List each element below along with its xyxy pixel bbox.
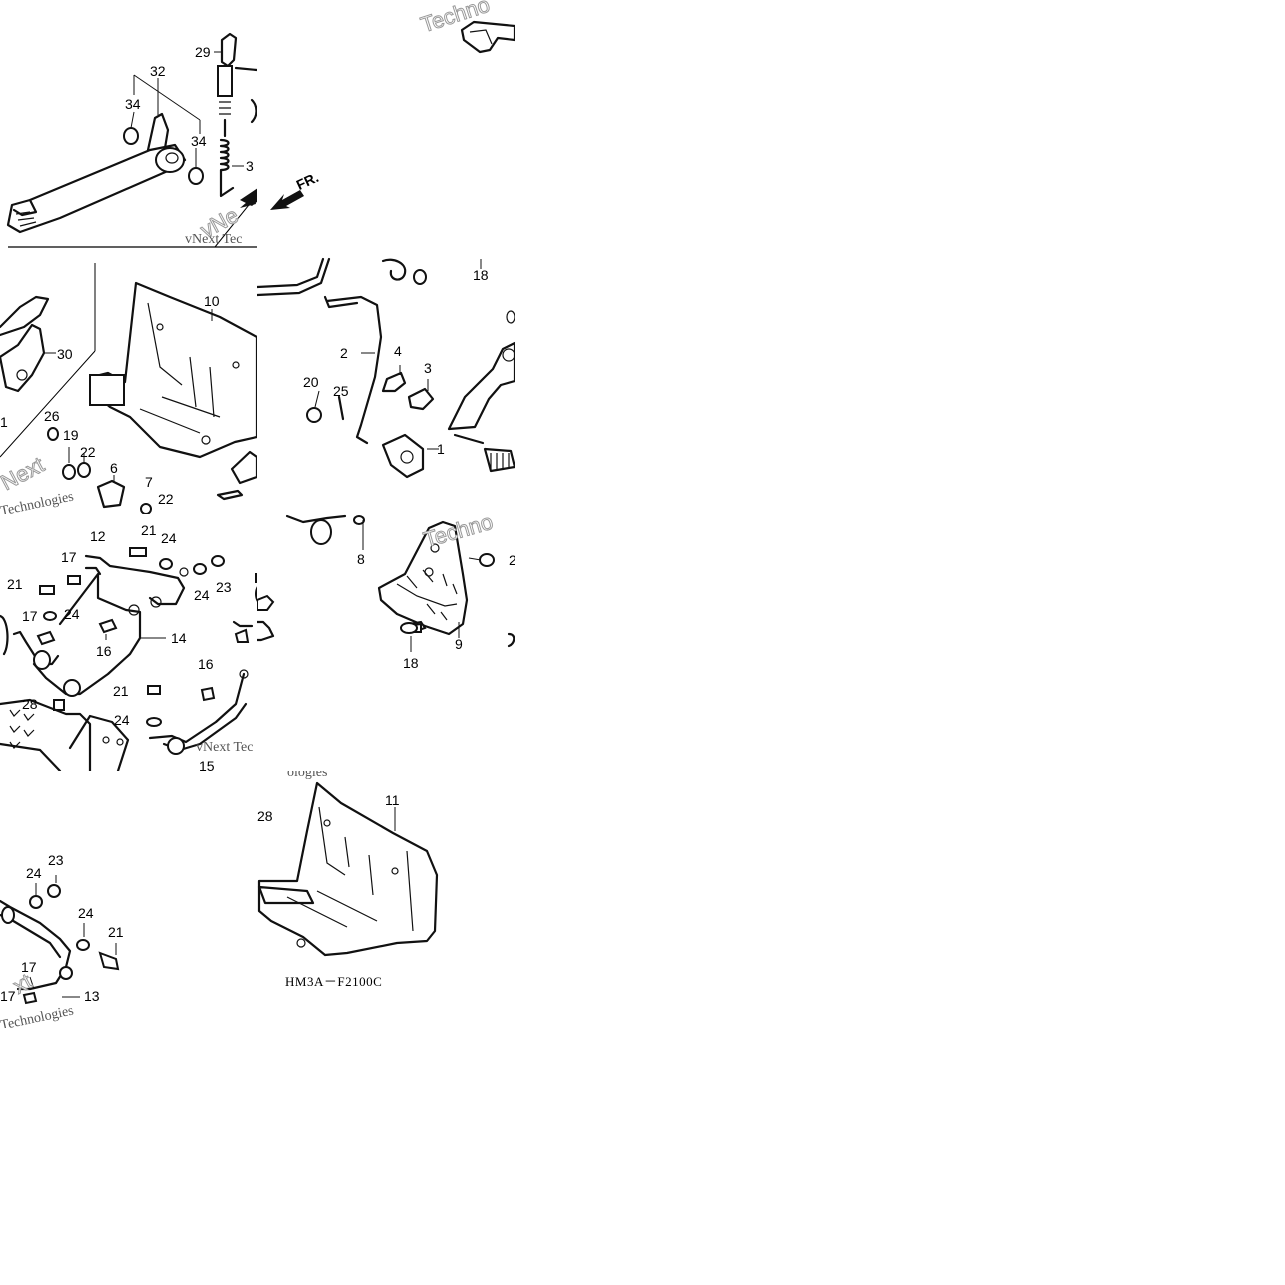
callout-21-d: 21 <box>108 924 124 940</box>
tile-skid-plate-front: 10 30 1 26 19 22 6 7 22 Next Technologie… <box>0 257 257 514</box>
callout-16-a: 16 <box>96 643 112 659</box>
callout-13: 13 <box>84 988 100 1004</box>
callout-34-a: 34 <box>125 96 141 112</box>
callout-23-b: 23 <box>48 852 64 868</box>
callout-2: 2 <box>340 345 348 361</box>
callout-22-a: 22 <box>80 444 96 460</box>
callout-30: 30 <box>57 346 73 362</box>
callout-24-c: 24 <box>64 606 80 622</box>
callout-17-c: 17 <box>21 959 37 975</box>
callout-29: 29 <box>195 44 211 60</box>
callout-23: 23 <box>216 579 232 595</box>
watermark-vnext-b: vNext Tec <box>196 740 254 755</box>
callout-2-b: 2 <box>509 552 515 568</box>
callout-18-top: 18 <box>473 267 489 283</box>
callout-32: 32 <box>150 63 166 79</box>
tile-footpeg: 8 2 9 18 Techno <box>257 514 515 771</box>
front-arrow-icon <box>270 190 304 210</box>
callout-3-mid: 3 <box>424 360 432 376</box>
skid-plate-rear-drawing <box>257 781 439 957</box>
callout-12: 12 <box>90 528 106 544</box>
callout-24-b: 24 <box>194 587 210 603</box>
callout-6: 6 <box>110 460 118 476</box>
callout-15: 15 <box>199 758 215 771</box>
callout-24-a: 24 <box>161 530 177 546</box>
callout-3: 3 <box>246 158 254 174</box>
callout-9: 9 <box>455 636 463 652</box>
callout-17-a: 17 <box>61 549 77 565</box>
callout-4: 4 <box>394 343 402 359</box>
callout-7: 7 <box>145 474 153 490</box>
watermark-vnext: vNext Tec <box>185 232 243 247</box>
footpeg-drawing <box>257 514 515 652</box>
tile-skid-plate-rear: 28 11 ologies <box>257 771 457 991</box>
callout-20: 20 <box>303 374 319 390</box>
diagram-code: HM3A－F2100C <box>285 974 383 989</box>
tile-guard-bracket-left: 23 24 24 21 17 17 13 xt Technologies <box>0 771 257 1028</box>
callout-19: 19 <box>63 427 79 443</box>
tile-top-right-fragment: Techno <box>414 0 515 60</box>
callout-14: 14 <box>171 630 187 646</box>
shift-linkage-drawing <box>257 257 515 479</box>
tile-shift-linkage: 18 2 4 3 20 25 1 <box>257 257 515 514</box>
callout-24-d: 24 <box>114 712 130 728</box>
callout-34-b: 34 <box>191 133 207 149</box>
callout-11: 11 <box>385 792 400 808</box>
callout-24-f: 24 <box>78 905 94 921</box>
callout-26: 26 <box>44 408 60 424</box>
callout-25: 25 <box>333 383 349 399</box>
callout-21-c: 21 <box>113 683 129 699</box>
callout-17-b: 17 <box>22 608 38 624</box>
tile-guard-brackets: 12 21 24 17 21 20 24 23 17 24 14 16 5 16… <box>0 514 257 771</box>
callout-17-d: 17 <box>0 988 16 1004</box>
callout-8: 8 <box>357 551 365 567</box>
callout-1-mid: 1 <box>437 441 445 457</box>
callout-22-b: 22 <box>158 491 174 507</box>
callout-21-a: 21 <box>141 522 157 538</box>
callout-1-left: 1 <box>0 414 8 430</box>
front-arrow: FR. <box>266 169 336 214</box>
callout-16-b: 16 <box>198 656 214 672</box>
guard-brackets-drawing <box>0 547 257 771</box>
guard-bracket-left-drawing <box>0 875 120 1005</box>
callout-24-e: 24 <box>26 865 42 881</box>
brake-pedal-drawing <box>6 32 257 248</box>
watermark-ologies: ologies <box>287 771 328 780</box>
callout-28: 28 <box>22 696 38 712</box>
callout-10: 10 <box>204 293 220 309</box>
callout-28-b: 28 <box>257 808 273 824</box>
tile-brake-pedal: 29 32 34 34 3 vNext Tec vNe <box>0 0 257 257</box>
callout-21-b: 21 <box>7 576 23 592</box>
callout-18-b: 18 <box>403 655 419 671</box>
skid-plate-front-drawing <box>0 263 257 514</box>
footpeg-fragment-drawing <box>460 20 515 54</box>
